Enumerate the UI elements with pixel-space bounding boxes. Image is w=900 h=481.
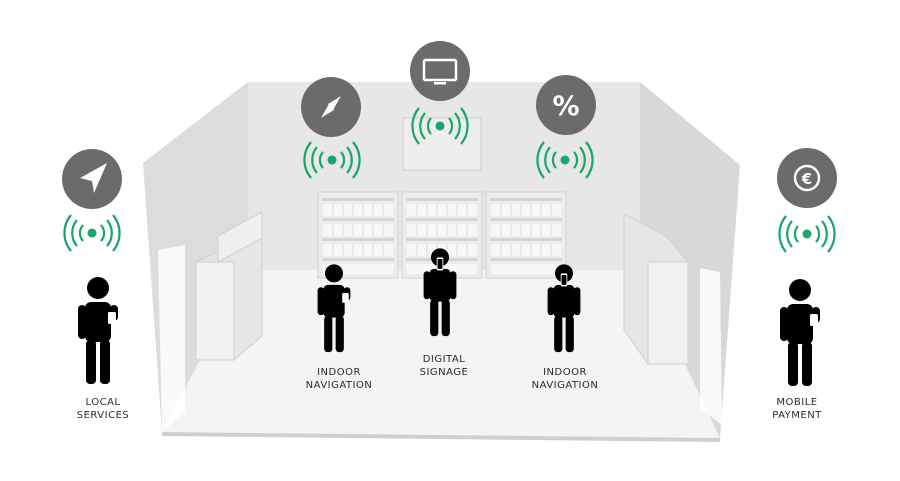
euro-glyph: € — [801, 170, 812, 188]
beacon-signal — [778, 214, 836, 254]
euro-coin-icon — [793, 164, 821, 192]
person-mobile-payment — [780, 279, 820, 386]
floor — [162, 270, 720, 438]
monitor-badge — [410, 41, 470, 101]
beacon-signal — [63, 213, 121, 253]
location-arrow-badge — [62, 149, 122, 209]
location-arrow-icon — [80, 163, 107, 193]
label-indoor-navigation-right: INDOOR NAVIGATION — [531, 367, 599, 391]
label-indoor-navigation-left: INDOOR NAVIGATION — [305, 367, 373, 391]
left-door — [158, 245, 185, 432]
label-digital-signage: DIGITAL SIGNAGE — [419, 354, 469, 378]
left-shelves — [195, 211, 263, 361]
right-door — [700, 268, 722, 425]
right-shelves — [623, 213, 689, 365]
percent-icon: % — [552, 91, 579, 122]
percent-badge: % — [536, 75, 596, 135]
euro-badge: € — [777, 148, 837, 208]
label-mobile-payment: MOBILE PAYMENT — [772, 397, 822, 421]
compass-badge — [301, 77, 361, 137]
compass-icon — [321, 96, 341, 118]
label-local-services: LOCAL SERVICES — [76, 397, 130, 421]
monitor-icon — [422, 58, 458, 85]
person-local-services — [78, 277, 118, 384]
